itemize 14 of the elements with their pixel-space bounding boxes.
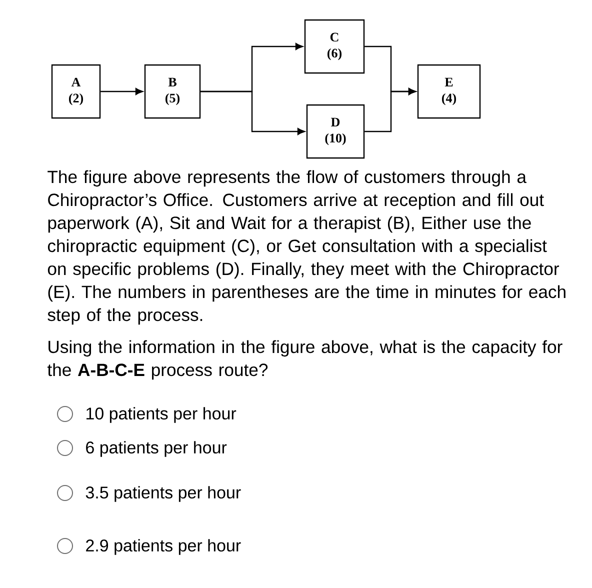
- arrow: [100, 88, 143, 95]
- process-box: B (5): [144, 64, 201, 119]
- option-text: 10 patients per hour: [86, 407, 236, 423]
- option-text: 3.5 patients per hour: [86, 486, 241, 502]
- process-box: E (4): [417, 64, 481, 119]
- process-box: D (10): [306, 104, 365, 159]
- arrow: [200, 90, 305, 135]
- arrow: [364, 88, 416, 132]
- question-text: The figure above represents the flow of customers through a Chiropractor’s Office. Customers arrive at reception and fill out paperwork (A), Sit and Wait for a therapist (B), Either use the chiropractic equipment (C), or Get consultation with a specialist on specific problems (D). Finally, they meet with the Chiropractor (E). The numbers in parentheses are the time in minutes for each step of the process.: [48, 170, 566, 325]
- option-text: 6 patients per hour: [86, 441, 227, 457]
- process-box: C (6): [304, 19, 365, 74]
- question-text: Using the information in the figure above, what is the capacity for the A-B-C-E process route?: [47, 340, 562, 380]
- option-text: 2.9 patients per hour: [86, 539, 241, 555]
- process-box: A (2): [51, 64, 101, 119]
